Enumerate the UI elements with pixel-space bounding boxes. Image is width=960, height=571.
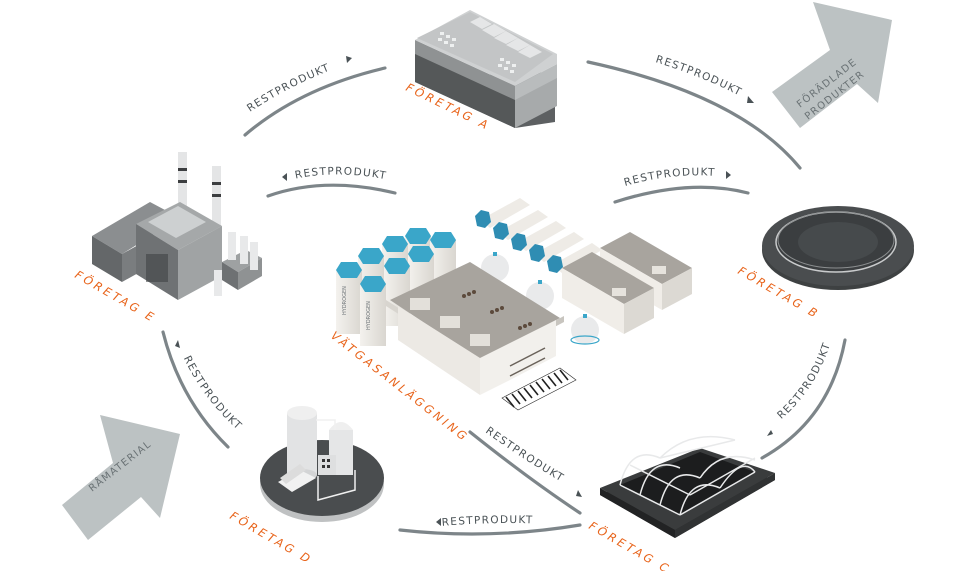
big-arrow-up-right-icon bbox=[62, 415, 180, 540]
flow-label-hub-to-b: RESTPRODUKT bbox=[623, 166, 716, 189]
arrow-left-icon bbox=[436, 518, 441, 526]
tank-text: HYDROGEN bbox=[342, 286, 348, 315]
circular-pond-icon bbox=[762, 206, 914, 290]
flow-label-a-to-b: RESTPRODUKT bbox=[654, 53, 744, 98]
flow-label-hub-to-e: RESTPRODUKT bbox=[294, 165, 388, 182]
flow-label-c-to-d: RESTPRODUKT bbox=[441, 514, 533, 529]
storage-cylinders bbox=[475, 198, 602, 273]
node-foretag-e[interactable]: FÖRETAG E bbox=[73, 152, 263, 325]
flow-line-hub-to-e bbox=[266, 183, 397, 198]
tank-text: HYDROGEN bbox=[366, 301, 372, 330]
silo-platform-icon bbox=[260, 406, 384, 522]
node-vatgasanlaggning[interactable]: HYDROGEN HYDROGEN bbox=[328, 198, 692, 445]
output-arrow: FÖRÄDLADE PRODUKTER bbox=[772, 2, 892, 128]
arrow-right-icon bbox=[576, 490, 582, 497]
flow-line-hub-to-b bbox=[613, 185, 750, 204]
flow-line-c-to-d bbox=[398, 523, 582, 536]
compressor-modules bbox=[562, 232, 692, 334]
gas-spheres bbox=[481, 252, 600, 345]
node-foretag-c[interactable]: FÖRETAG C bbox=[587, 435, 776, 571]
flow-label-b-to-c: RESTPRODUKT bbox=[775, 341, 833, 422]
arrow-right-icon bbox=[726, 171, 731, 179]
flow-line-d-to-e bbox=[161, 330, 230, 449]
node-foretag-d[interactable]: FÖRETAG D bbox=[228, 406, 385, 567]
office-building-icon bbox=[415, 10, 557, 128]
arrow-left-icon bbox=[767, 430, 773, 436]
node-foretag-a[interactable]: FÖRETAG A bbox=[404, 10, 557, 133]
arrow-left-icon bbox=[282, 173, 287, 181]
arrow-left-icon bbox=[175, 340, 180, 348]
flow-line-hub-to-c bbox=[468, 430, 582, 515]
flow-label-d-to-e: RESTPRODUKT bbox=[181, 354, 244, 433]
hydrogen-plant-icon: HYDROGEN HYDROGEN bbox=[336, 198, 692, 411]
input-arrow: RÅMATERIAL bbox=[62, 415, 180, 540]
arrow-right-icon bbox=[346, 56, 352, 63]
factory-chimney-icon bbox=[92, 152, 262, 300]
big-arrow-up-right-icon bbox=[772, 2, 892, 128]
main-electrolyser-building bbox=[386, 262, 577, 411]
arrow-right-icon bbox=[747, 96, 754, 103]
node-foretag-b[interactable]: FÖRETAG B bbox=[736, 206, 915, 322]
greenhouse-icon bbox=[600, 435, 775, 538]
